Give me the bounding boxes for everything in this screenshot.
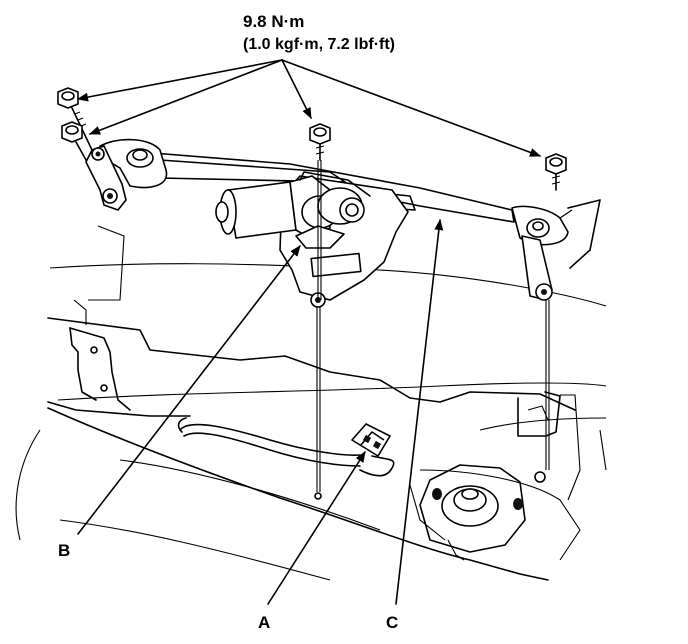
callout-leaders: [77, 218, 444, 605]
wiper-linkage: [85, 138, 569, 308]
wiring-harness: [177, 417, 395, 477]
bolt-icon: [545, 153, 567, 470]
callout-label-b: B: [58, 541, 70, 560]
mounting-bolts: [57, 87, 567, 500]
bolt-icon: [61, 121, 87, 161]
wiper-motor-connector: [351, 423, 391, 457]
callout-label-c: C: [386, 613, 398, 632]
strut-tower: [419, 464, 546, 561]
torque-value: 9.8 N·m: [243, 12, 304, 31]
bolt-icon: [309, 123, 331, 500]
torque-leader-lines: [76, 59, 542, 157]
torque-value-alt-units: (1.0 kgf·m, 7.2 lbf·ft): [243, 36, 395, 53]
callout-label-a: A: [258, 613, 270, 632]
left-mounting-bracket: [69, 225, 131, 411]
